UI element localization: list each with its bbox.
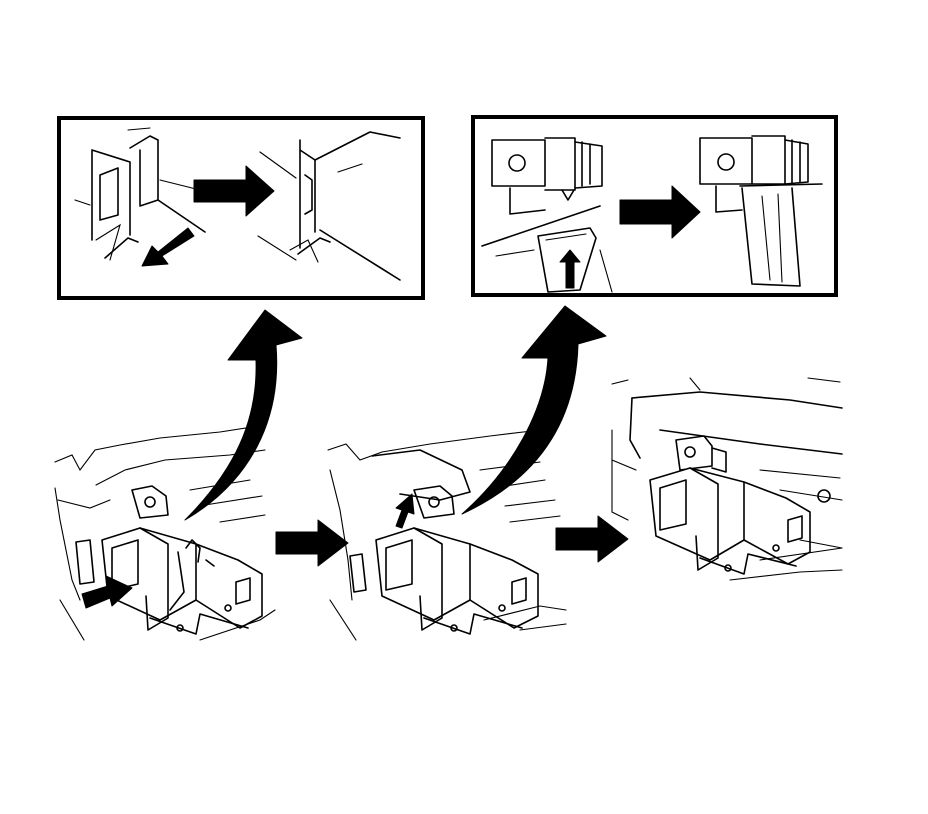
arrow-lift-icon: [395, 493, 415, 529]
curved-arrow-to-detail-1: [184, 309, 303, 521]
clip-before-view: [74, 127, 206, 261]
arrow-step-1-to-2: [275, 519, 349, 567]
arrow-right-icon: [619, 185, 701, 239]
arrow-step-2-to-3: [555, 515, 629, 563]
detail-box-clip-insertion: [57, 116, 425, 300]
curved-arrow-to-detail-2: [461, 305, 607, 515]
tab-after-view: [699, 135, 823, 287]
step-3-installed-view: [611, 377, 843, 581]
detail-box-tab-engagement: [471, 115, 838, 297]
step-1-assembly-view: [54, 424, 276, 641]
arrow-up-icon: [559, 249, 581, 289]
clip-after-view: [257, 131, 401, 281]
arrow-push-icon: [81, 575, 133, 609]
arrow-pull-icon: [141, 227, 195, 267]
arrow-right-icon: [193, 165, 275, 217]
tab-before-view: [481, 137, 613, 293]
step-2-assembly-view: [327, 429, 567, 641]
